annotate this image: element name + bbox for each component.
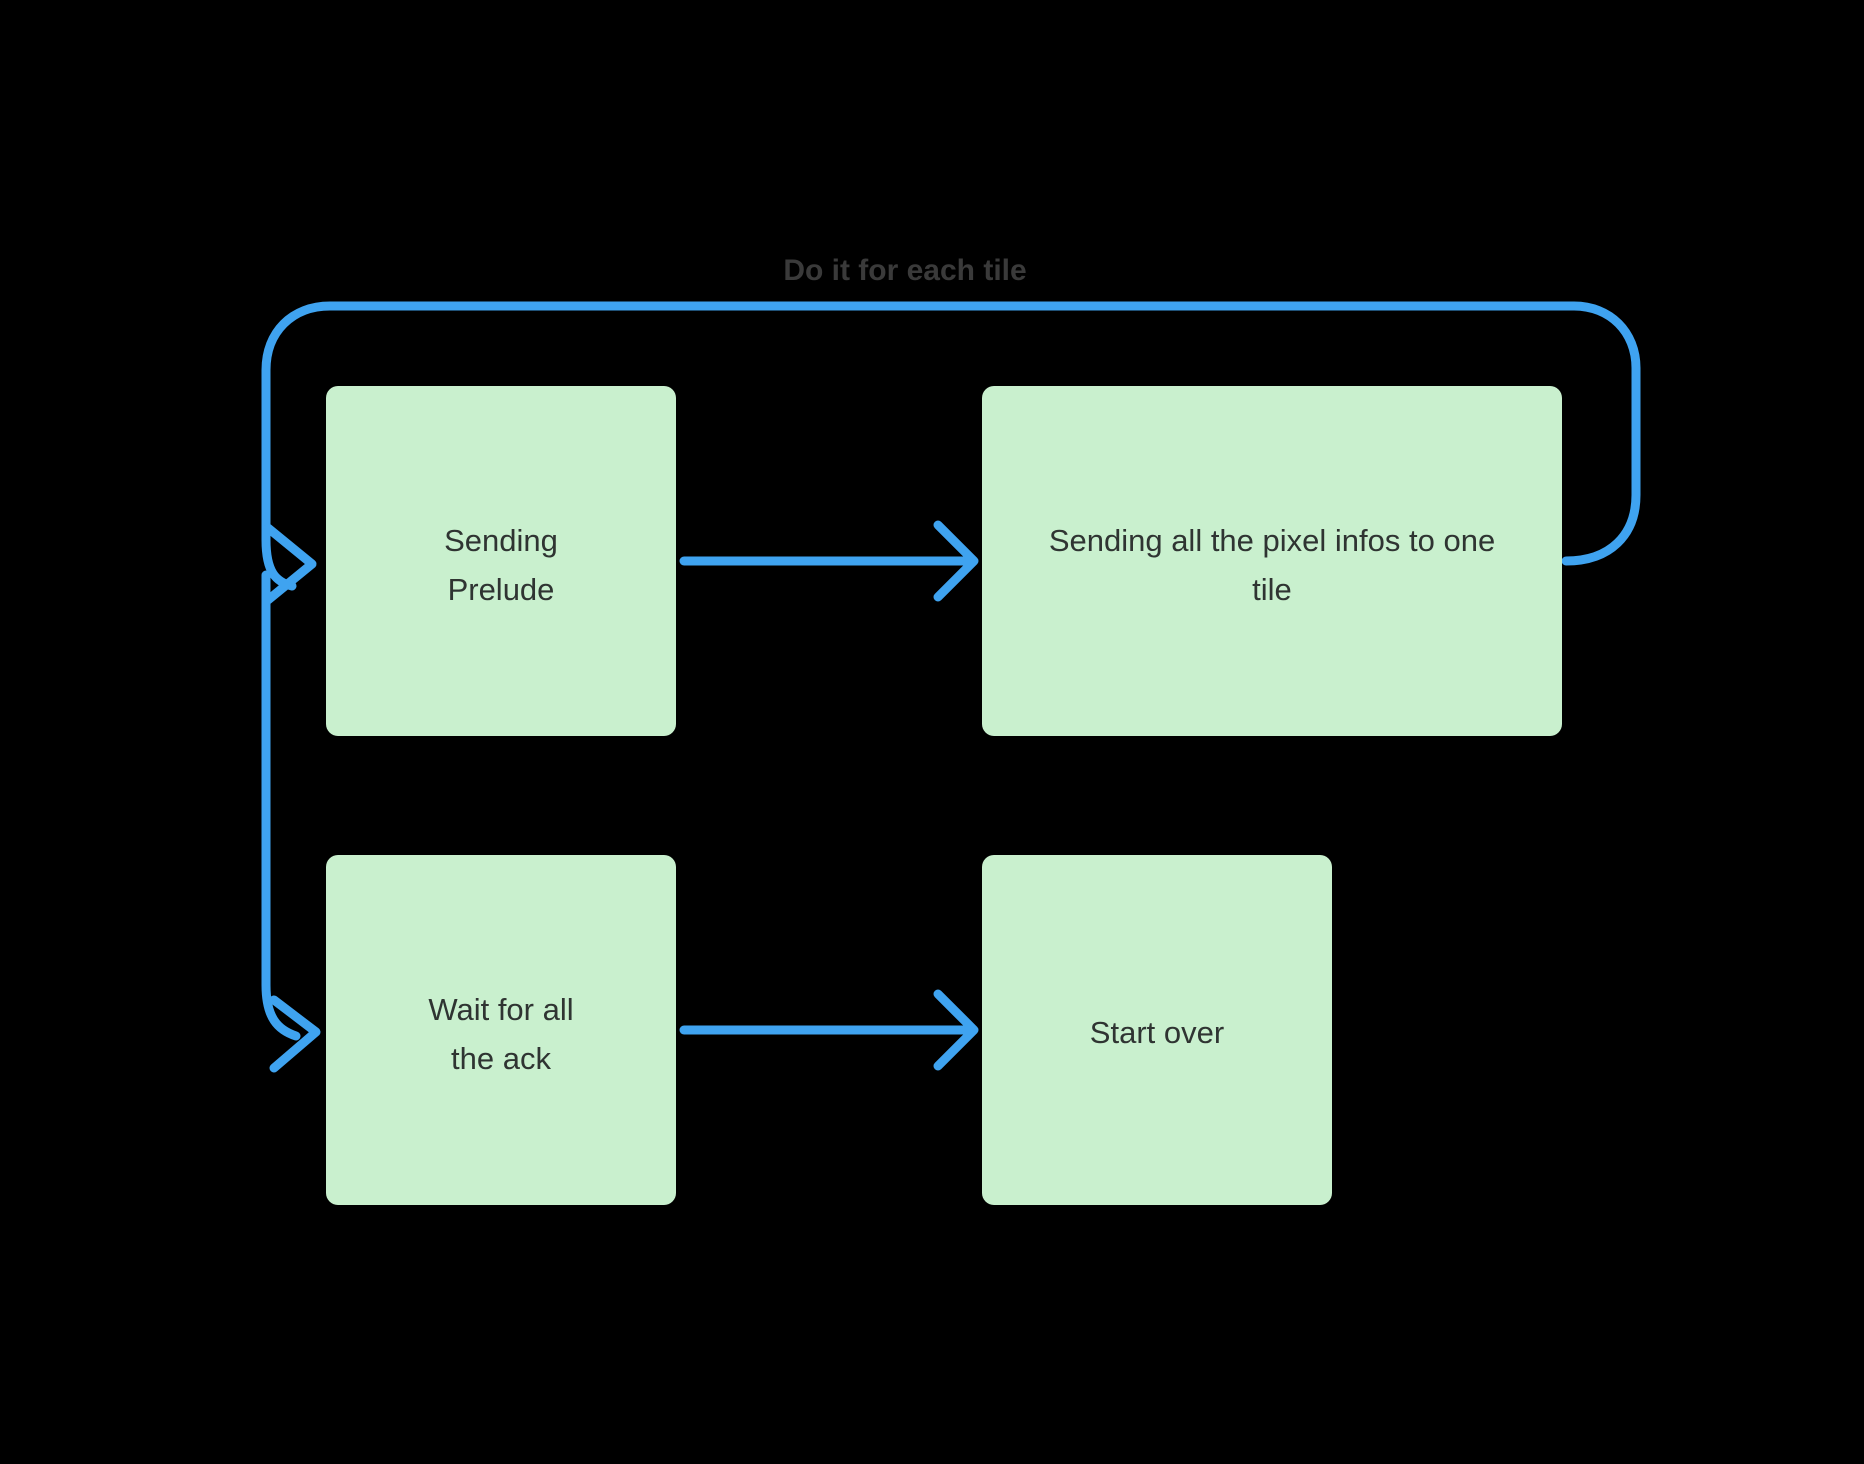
node-sending-pixel-infos[interactable]: Sending all the pixel infos to one tile [982,386,1562,736]
node-sending-prelude-shape[interactable] [326,386,676,736]
node-start-over-label: Start over [1090,1015,1224,1050]
node-sending-pixel-infos-label-line1: Sending all the pixel infos to one [1049,523,1495,558]
node-wait-for-ack-label-line1: Wait for all [428,992,573,1027]
node-sending-prelude[interactable]: Sending Prelude [326,386,676,736]
edge-pixelinfos-loopback-to-prelude [261,301,1641,605]
node-wait-for-ack-label-line2: the ack [451,1041,551,1076]
node-wait-for-ack[interactable]: Wait for all the ack [326,855,676,1205]
loopback-path [261,301,1641,591]
node-sending-prelude-label-line2: Prelude [448,572,555,607]
node-sending-prelude-label-line1: Sending [444,523,558,558]
node-sending-pixel-infos-shape[interactable] [982,386,1562,736]
node-start-over-shape[interactable] [982,855,1332,1205]
edge-prelude-to-pixelinfos [679,520,979,602]
prelude-to-pixelinfos-arrowhead [933,520,979,602]
ack-to-startover-arrowhead [933,989,979,1071]
node-wait-for-ack-shape[interactable] [326,855,676,1205]
loopback-arrowhead [263,523,317,605]
loop-label: Do it for each tile [783,254,1026,287]
branch-arrowhead [269,995,321,1073]
edge-branch-to-wait-for-ack [261,570,321,1073]
node-sending-pixel-infos-label-line2: tile [1252,572,1292,607]
node-start-over[interactable]: Start over [982,855,1332,1205]
edge-ack-to-startover [679,989,979,1071]
branch-path [261,570,301,1041]
